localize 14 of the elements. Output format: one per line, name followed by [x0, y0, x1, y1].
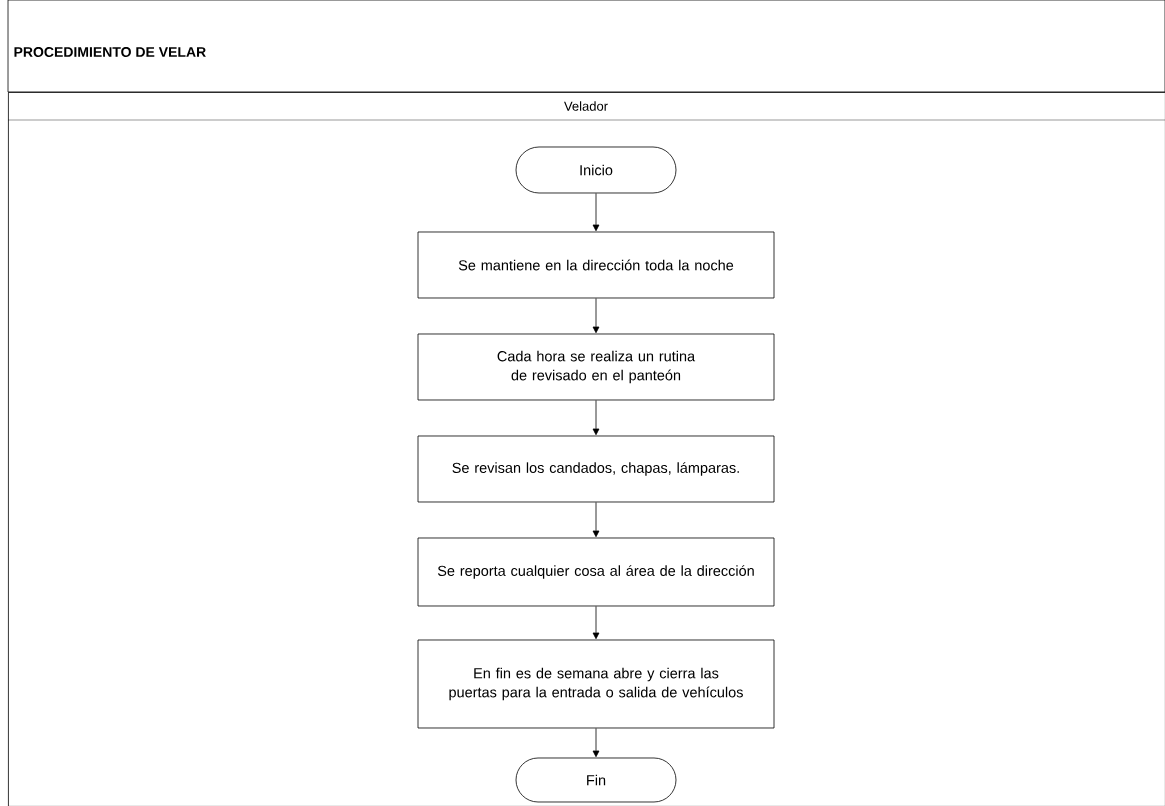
terminator: Inicio [515, 146, 677, 194]
arrow [592, 502, 600, 538]
process-box: Se revisan los candados, chapas, lámparas. [417, 435, 775, 503]
title-band: PROCEDIMIENTO DE VELAR [7, 0, 1165, 93]
process-box: Cada hora se realiza un rutina de revisado en el panteón [417, 333, 775, 401]
process-box: Se mantiene en la dirección toda la noche [417, 231, 775, 299]
arrow [592, 400, 600, 436]
process-box: En fin es de semana abre y cierra las puertas para la entrada o salida de vehículos [417, 639, 775, 729]
process-box: Se reporta cualquier cosa al área de la dirección [417, 537, 775, 607]
arrow [592, 193, 600, 232]
terminator: Fin [515, 757, 677, 803]
arrow [592, 606, 600, 640]
arrow [592, 298, 600, 334]
arrow [592, 728, 600, 758]
